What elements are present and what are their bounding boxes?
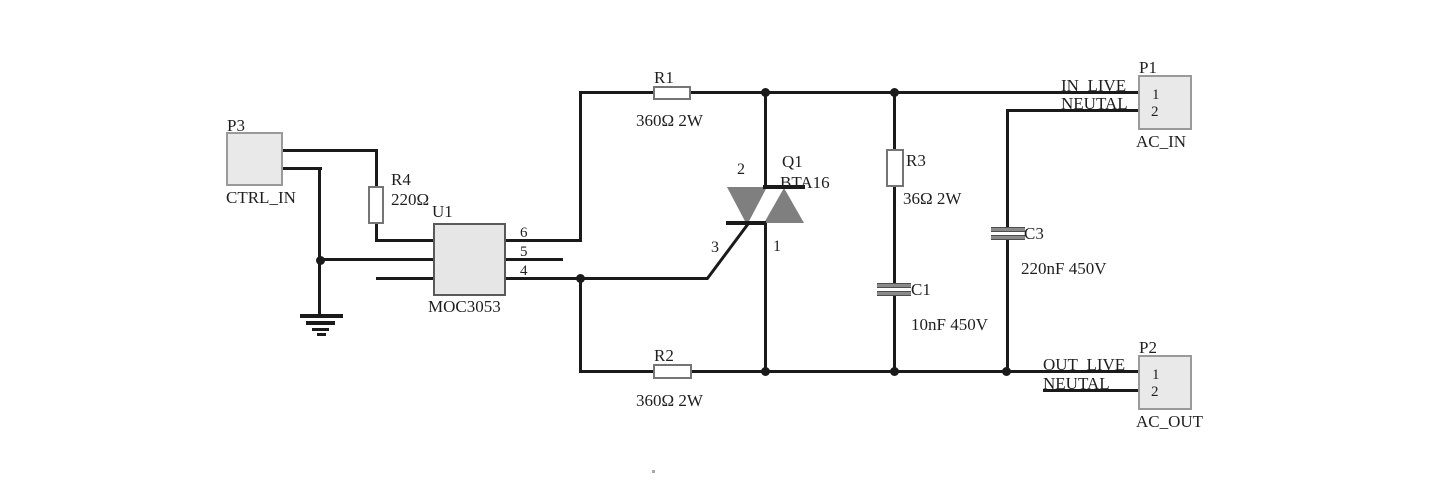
u1-pin4-number: 4 (520, 263, 528, 279)
junction-gnd (316, 256, 325, 265)
wire-p3-pin2 (283, 167, 322, 170)
connector-p2-body (1138, 355, 1192, 410)
u1-pin6-number: 6 (520, 225, 528, 241)
wire-triac-mt2 (764, 91, 767, 189)
q1-terminal-2: 2 (737, 161, 745, 178)
wire-u1-pin3-stub (376, 277, 434, 280)
wire-c1-branch-bottom (893, 294, 896, 373)
ground-symbol (300, 314, 343, 336)
junction-bottom-triac (761, 367, 770, 376)
c1-top-plate (877, 283, 911, 288)
junction-top-r3 (890, 88, 899, 97)
r2-value: 360Ω 2W (636, 391, 703, 410)
triac-bottom-bar (726, 221, 766, 225)
c3-value: 220nF 450V (1021, 259, 1107, 278)
net-label-out-live: OUT_LIVE (1043, 355, 1126, 374)
junction-bottom-c1 (890, 367, 899, 376)
triac-symbol (705, 185, 805, 280)
net-label-in-neutral: NEUTAL (1061, 94, 1128, 113)
wire-c3-branch-bottom (1006, 239, 1009, 373)
r4-value: 220Ω (391, 190, 430, 209)
p1-netname: AC_IN (1136, 132, 1187, 151)
q1-partname: BTA16 (780, 173, 830, 192)
wire-p3-pin1 (283, 149, 378, 152)
p2-pin2-number: 2 (1151, 384, 1159, 400)
r1-refdes: R1 (654, 68, 674, 87)
p3-netname: CTRL_IN (226, 188, 296, 207)
wire-out-live-main (579, 370, 1138, 373)
c3-bottom-plate (991, 235, 1025, 240)
wire-p1-pin2 (1006, 109, 1138, 112)
r4-refdes: R4 (391, 170, 411, 189)
c1-value: 10nF 450V (911, 315, 988, 334)
wire-pin6-riser (579, 91, 582, 242)
p1-pin1-number: 1 (1152, 87, 1160, 103)
wire-u1-pin4-gate-run (505, 277, 708, 280)
r1-value: 360Ω 2W (636, 111, 703, 130)
r3-value: 36Ω 2W (903, 189, 962, 208)
ic-u1-body (433, 223, 506, 296)
triac-gate-lead (705, 223, 750, 280)
wire-r3-branch-top (893, 91, 896, 284)
artifact-dot (652, 470, 655, 473)
c3-top-plate (991, 227, 1025, 232)
wire-gnd-to-u1 (319, 258, 434, 261)
wire-in-live-main (579, 91, 1138, 94)
wire-gnd-drop (318, 167, 321, 316)
wire-c3-branch-top (1006, 109, 1009, 228)
resistor-r4-body (368, 186, 384, 224)
junction-bottom-c3 (1002, 367, 1011, 376)
junction-pin4 (576, 274, 585, 283)
u1-refdes: U1 (432, 202, 453, 221)
triac-right-triangle (764, 188, 804, 223)
resistor-r1-body (653, 86, 691, 100)
q1-refdes: Q1 (782, 152, 803, 171)
u1-partname: MOC3053 (428, 297, 501, 316)
p2-netname: AC_OUT (1136, 412, 1204, 431)
p1-refdes: P1 (1139, 58, 1157, 77)
c1-bottom-plate (877, 291, 911, 296)
triac-top-bar (763, 185, 805, 189)
p2-refdes: P2 (1139, 338, 1157, 357)
u1-pin5-number: 5 (520, 244, 528, 260)
connector-p1-body (1138, 75, 1192, 130)
p2-pin1-number: 1 (1152, 367, 1160, 383)
q1-terminal-1: 1 (773, 238, 781, 255)
p3-refdes: P3 (227, 116, 245, 135)
r3-refdes: R3 (906, 151, 926, 170)
wire-p2-pin2 (1043, 389, 1138, 392)
wire-u1-pin5-stub (505, 258, 563, 261)
resistor-r3-body (886, 149, 904, 187)
resistor-r2-body (653, 364, 692, 379)
wire-triac-mt1 (764, 221, 767, 373)
net-label-in-live: IN_LIVE (1061, 76, 1127, 95)
net-label-out-neutral: NEUTAL (1043, 374, 1110, 393)
wire-r4-top (375, 149, 378, 189)
r2-refdes: R2 (654, 346, 674, 365)
connector-p3-body (226, 132, 283, 186)
q1-terminal-3: 3 (711, 239, 719, 256)
c1-refdes: C1 (911, 280, 931, 299)
p1-pin2-number: 2 (1151, 104, 1159, 120)
wire-u1-pin6 (505, 239, 582, 242)
c3-refdes: C3 (1024, 224, 1044, 243)
junction-top-triac (761, 88, 770, 97)
wire-r4-to-u1 (376, 239, 434, 242)
wire-r4-bottom (375, 221, 378, 242)
wire-pin4-drop (579, 277, 582, 373)
triac-left-triangle (727, 187, 767, 225)
